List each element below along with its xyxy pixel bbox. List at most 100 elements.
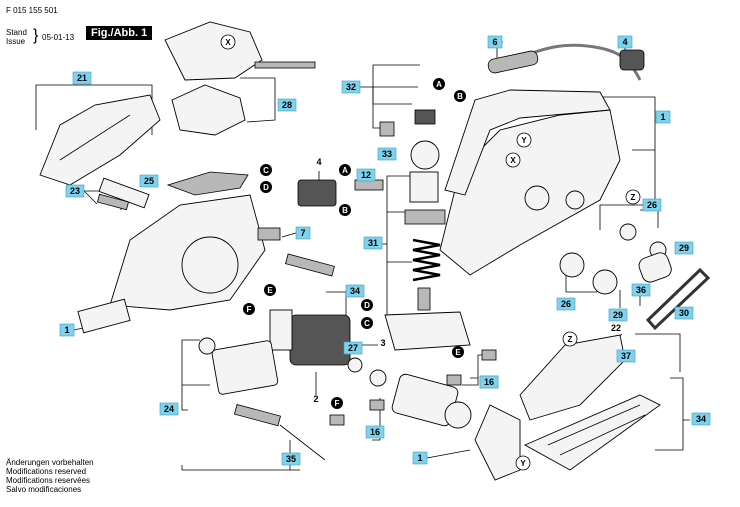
view-marker-z-cover: Z	[562, 331, 578, 347]
part-tag-35: 35	[281, 452, 301, 466]
issue-date: 05-01-13	[42, 33, 75, 42]
doc-number: F 015 155 501	[6, 6, 58, 15]
stand-issue-block: Stand Issue	[6, 28, 27, 46]
marker-e-brush: E	[452, 346, 464, 358]
belt-cover-shape	[474, 404, 521, 481]
svg-text:6: 6	[492, 37, 497, 47]
cover-21-shape	[39, 94, 161, 186]
foot-plate-base-shape	[171, 84, 246, 136]
svg-text:E: E	[267, 286, 273, 295]
letter-markers: A B C D A B E D F C E F	[243, 78, 466, 409]
brace: }	[33, 27, 39, 44]
part-tag-29-bottom: 29	[608, 308, 628, 322]
svg-text:Y: Y	[520, 459, 526, 468]
svg-text:X: X	[510, 156, 516, 165]
footer-notes: Änderungen vorbehalten Modifications res…	[6, 458, 94, 494]
svg-text:D: D	[263, 183, 269, 192]
part-tag-30: 30	[674, 306, 694, 320]
svg-text:1: 1	[64, 325, 69, 335]
part-label-3: 3	[380, 338, 385, 348]
marker-b-switch: B	[339, 204, 351, 216]
svg-text:26: 26	[647, 200, 657, 210]
switch-shape	[297, 179, 337, 207]
svg-text:27: 27	[348, 343, 358, 353]
drive-belt-shape	[645, 267, 711, 331]
svg-text:16: 16	[370, 427, 380, 437]
plug-shape	[619, 49, 645, 71]
svg-text:34: 34	[696, 414, 706, 424]
svg-text:32: 32	[346, 82, 356, 92]
footer-line: Modifications reservées	[6, 476, 91, 485]
svg-text:37: 37	[621, 351, 631, 361]
svg-text:24: 24	[164, 404, 174, 414]
svg-text:29: 29	[613, 310, 623, 320]
part-label-2: 2	[313, 394, 318, 404]
roller-shape	[638, 252, 672, 283]
part-tag-25: 25	[139, 174, 159, 188]
svg-text:29: 29	[679, 243, 689, 253]
svg-text:33: 33	[382, 149, 392, 159]
marker-f-brush: F	[331, 397, 343, 409]
svg-text:26: 26	[561, 299, 571, 309]
svg-text:34: 34	[350, 286, 360, 296]
base-block-shape	[384, 311, 471, 351]
view-marker-z-housing: Z	[625, 189, 641, 205]
part-tag-32: 32	[341, 80, 361, 94]
svg-text:23: 23	[70, 186, 80, 196]
part-tag-33: 33	[377, 147, 397, 161]
svg-text:7: 7	[300, 228, 305, 238]
part-tag-7: 7	[295, 226, 311, 240]
svg-text:B: B	[342, 206, 348, 215]
handle-cover-shape	[77, 298, 131, 334]
view-marker-y-belt-cover: Y	[515, 455, 531, 471]
base-plate-shape	[523, 394, 661, 471]
part-tag-12: 12	[356, 168, 376, 182]
marker-d-field: D	[361, 299, 373, 311]
svg-text:1: 1	[417, 453, 422, 463]
spring-shape	[96, 193, 130, 211]
svg-text:21: 21	[77, 73, 87, 83]
svg-text:16: 16	[484, 377, 494, 387]
svg-text:E: E	[455, 348, 461, 357]
part-tag-27: 27	[343, 341, 363, 355]
svg-text:B: B	[457, 92, 463, 101]
foot-plate-shape	[164, 21, 263, 81]
part-tag-5: 4	[617, 35, 633, 49]
svg-text:X: X	[225, 38, 231, 47]
svg-text:C: C	[364, 319, 370, 328]
adjust-spring-shape	[412, 238, 441, 282]
view-marker-x-housing: X	[505, 152, 521, 168]
sole-25-shape	[166, 171, 249, 196]
marker-e-field: E	[264, 284, 276, 296]
footer-line: Salvo modificaciones	[6, 485, 82, 494]
column-housing-shape	[409, 171, 439, 203]
part-tag-1-top: 1	[655, 110, 671, 124]
svg-text:4: 4	[622, 37, 627, 47]
svg-text:Z: Z	[631, 193, 636, 202]
part-tag-24: 24	[159, 402, 179, 416]
cord-guard-shape	[487, 50, 539, 74]
part-tag-26-bottom: 26	[556, 297, 576, 311]
marker-c-field: C	[361, 317, 373, 329]
marker-d-switch: D	[260, 181, 272, 193]
part-tag-28: 28	[277, 98, 297, 112]
part-tag-6: 6	[487, 35, 503, 49]
svg-text:35: 35	[286, 454, 296, 464]
marker-c-switch: C	[260, 164, 272, 176]
footer-line: Änderungen vorbehalten	[6, 458, 94, 467]
part-tag-23: 23	[65, 184, 85, 198]
part-tag-16-lower: 16	[365, 425, 385, 439]
figure-label: Fig./Abb. 1	[86, 26, 153, 40]
part-tag-1-left: 1	[59, 323, 75, 337]
svg-text:28: 28	[282, 100, 292, 110]
svg-text:A: A	[436, 80, 442, 89]
motor-cap-shape	[211, 340, 279, 395]
view-marker-x-foot: X	[220, 34, 236, 50]
view-markers: X X Y Z Z Y	[220, 34, 641, 471]
part-tag-16-right-side: 16	[479, 375, 499, 389]
part-label-4: 4	[316, 157, 321, 167]
part-tag-34-right: 34	[691, 412, 711, 426]
part-tag-34-left: 34	[345, 284, 365, 298]
svg-text:A: A	[342, 166, 348, 175]
